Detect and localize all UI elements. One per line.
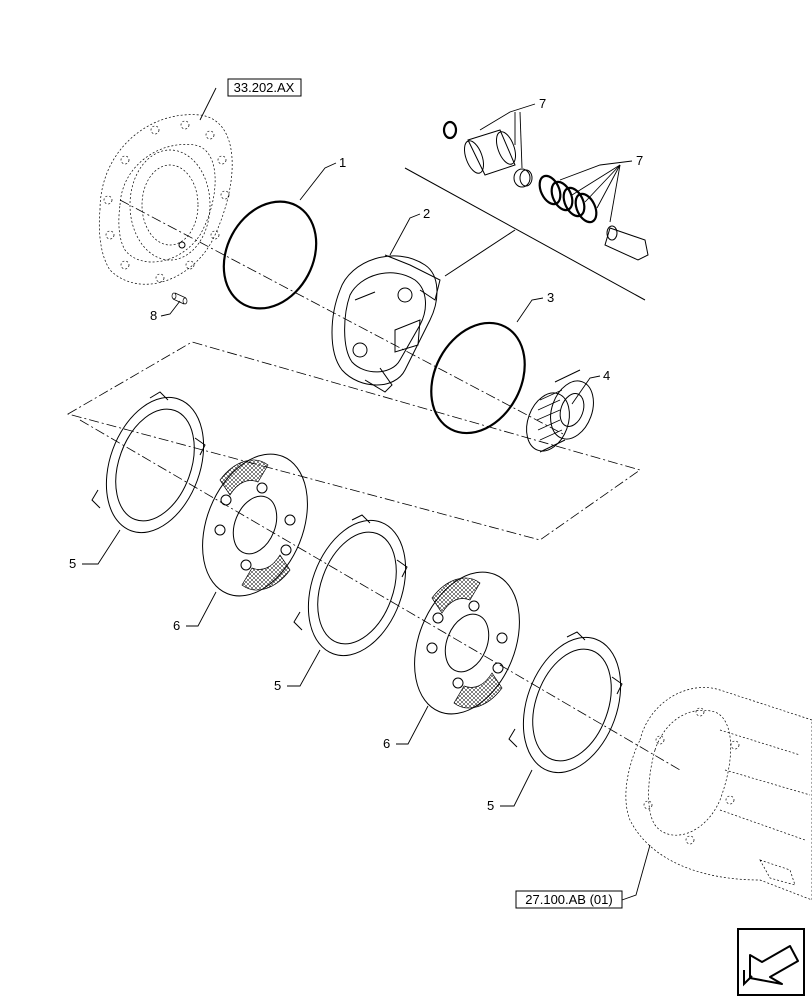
part-1-o-ring <box>222 200 318 310</box>
bottom-reference-box[interactable] <box>515 890 623 909</box>
top-reference-label[interactable]: 33.202.AX <box>234 80 295 95</box>
callout-7b: 7 <box>636 153 643 168</box>
top-reference-box[interactable] <box>227 78 302 97</box>
part-4-splined-hub <box>526 369 594 453</box>
part-5-steel-plate-1 <box>91 391 206 534</box>
callout-7a: 7 <box>539 96 546 111</box>
callout-8: 8 <box>150 308 157 323</box>
clutch-pack-frame <box>66 341 641 541</box>
part-5-steel-plate-2 <box>293 514 408 657</box>
callout-5b: 5 <box>274 678 281 693</box>
housing-33202ax <box>98 114 233 285</box>
previous-page-arrow-icon <box>743 945 799 987</box>
part-7-group-line <box>404 167 646 301</box>
part-2-piston <box>331 254 441 393</box>
callout-4: 4 <box>603 368 610 383</box>
callout-leaders <box>82 87 651 901</box>
axis-centerline <box>119 199 566 436</box>
callout-3: 3 <box>547 290 554 305</box>
axis-centerline-lower <box>79 419 681 771</box>
part-8-dowel-pin <box>171 292 188 305</box>
part-7-group-pointer <box>444 229 516 277</box>
part-3-o-ring <box>430 321 526 435</box>
part-6-friction-disc-2 <box>414 571 520 715</box>
part-7-valve-assembly <box>442 120 649 261</box>
callout-5a: 5 <box>69 556 76 571</box>
bottom-reference-label[interactable]: 27.100.AB (01) <box>525 892 612 907</box>
callout-6a: 6 <box>173 618 180 633</box>
callout-2: 2 <box>423 206 430 221</box>
callout-5c: 5 <box>487 798 494 813</box>
callout-6b: 6 <box>383 736 390 751</box>
previous-page-button[interactable] <box>737 928 805 996</box>
axle-housing-27100ab <box>625 687 812 901</box>
part-5-steel-plate-3 <box>508 631 623 774</box>
part-6-friction-disc-1 <box>202 453 308 597</box>
callout-1: 1 <box>339 155 346 170</box>
